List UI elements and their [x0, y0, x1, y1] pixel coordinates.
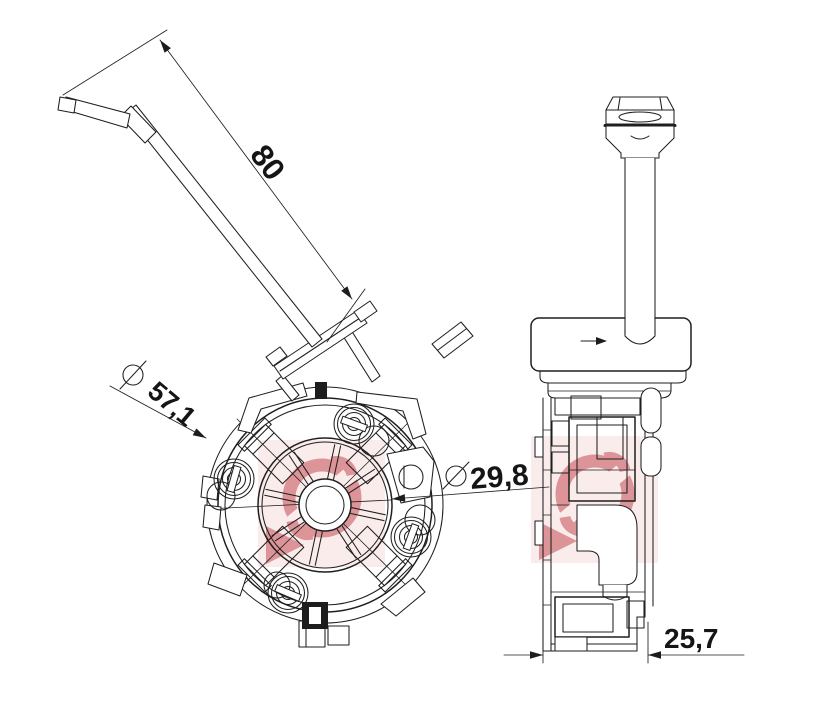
coil-spring — [267, 572, 309, 614]
disc-ring-inner — [261, 441, 389, 569]
terminal-hole — [618, 111, 662, 123]
dimension-depth: 25,7 — [503, 607, 745, 664]
carbon-brush — [315, 382, 327, 399]
diameter-symbol — [119, 360, 147, 390]
spokes — [264, 444, 386, 566]
dimension-bore-diameter: 29,8 — [391, 458, 550, 502]
push-rod — [625, 158, 655, 334]
housing-tabs — [200, 382, 435, 648]
carbon-brush-slot — [309, 607, 321, 624]
bent-tube — [576, 504, 638, 586]
disc-ring — [257, 437, 393, 573]
brush-springs — [213, 403, 432, 614]
spring-post — [263, 571, 291, 599]
dimension-value-29-8: 29,8 — [469, 458, 530, 495]
front-view — [200, 382, 444, 648]
diameter-symbol — [442, 461, 470, 490]
coil-spring — [333, 403, 375, 445]
hub-bore — [305, 485, 345, 525]
mount-block — [530, 317, 692, 372]
coil-spring — [213, 458, 255, 500]
coil-spring — [390, 516, 432, 558]
dimension-outer-diameter: 57,1 — [109, 360, 207, 439]
dimension-value-25-7: 25,7 — [664, 623, 719, 654]
side-view — [530, 96, 692, 652]
dimension-lever-length: 80 — [62, 29, 366, 343]
dimension-value-80: 80 — [243, 138, 292, 187]
spring-post — [206, 481, 236, 511]
dimension-value-57-1: 57,1 — [142, 376, 202, 433]
brush-guides — [237, 417, 413, 593]
lever-arm — [57, 96, 474, 402]
spring-post — [404, 504, 436, 536]
ear-hole — [398, 464, 424, 490]
right-ear — [386, 446, 435, 504]
hook-tip — [57, 96, 77, 114]
flange-bracket — [431, 321, 474, 359]
hub — [298, 478, 352, 532]
cable-rod — [125, 104, 323, 348]
